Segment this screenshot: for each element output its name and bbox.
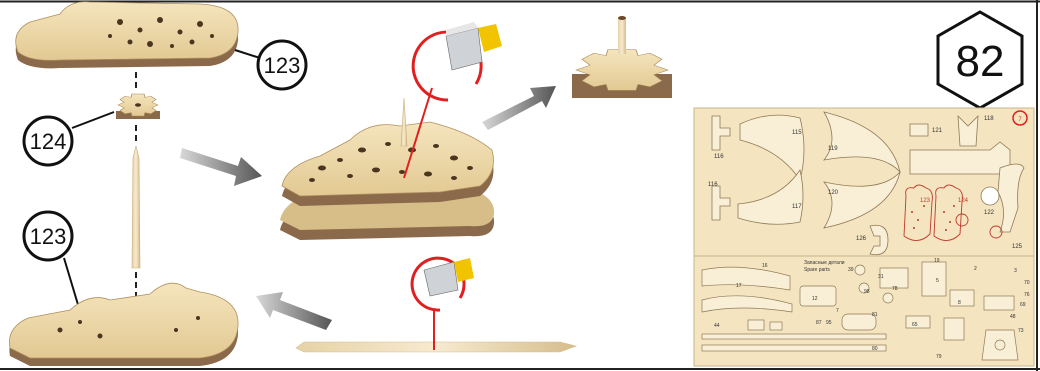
callout-123-top: 123 xyxy=(258,41,306,89)
svg-text:95: 95 xyxy=(826,320,832,326)
small-gear-124 xyxy=(116,94,160,119)
svg-text:116: 116 xyxy=(708,182,718,188)
svg-text:121: 121 xyxy=(932,128,943,134)
svg-text:8: 8 xyxy=(958,300,961,306)
upper-body-piece xyxy=(16,2,238,69)
svg-text:81: 81 xyxy=(872,312,878,318)
svg-text:79: 79 xyxy=(936,354,942,360)
svg-text:120: 120 xyxy=(828,190,839,196)
lower-body-piece xyxy=(9,283,238,366)
stick-glue-detail xyxy=(296,258,576,352)
svg-text:76: 76 xyxy=(1024,292,1030,298)
svg-text:123: 123 xyxy=(920,198,931,204)
callout-leader-123-top xyxy=(235,50,260,58)
svg-text:12: 12 xyxy=(812,296,818,302)
callout-leader-124 xyxy=(72,112,114,128)
svg-text:98: 98 xyxy=(864,289,870,295)
svg-text:70: 70 xyxy=(1024,280,1030,286)
svg-text:123: 123 xyxy=(264,53,301,78)
arrow-back-to-left xyxy=(256,292,332,330)
svg-text:69: 69 xyxy=(1020,302,1026,308)
callout-124: 124 xyxy=(24,117,72,165)
arrow-to-assembly xyxy=(180,148,262,186)
svg-text:44: 44 xyxy=(714,323,720,329)
svg-text:2: 2 xyxy=(974,266,977,272)
svg-text:17: 17 xyxy=(736,283,742,289)
svg-text:82: 82 xyxy=(956,37,1005,86)
svg-text:80: 80 xyxy=(872,346,878,352)
svg-text:73: 73 xyxy=(1018,328,1024,334)
svg-text:122: 122 xyxy=(984,210,995,216)
svg-text:16: 16 xyxy=(762,263,768,269)
svg-text:65: 65 xyxy=(912,322,918,328)
svg-text:3: 3 xyxy=(1014,268,1017,274)
step-number-badge: 82 xyxy=(938,12,1022,108)
svg-text:125: 125 xyxy=(1012,244,1023,250)
svg-text:126: 126 xyxy=(856,236,867,242)
svg-text:Запасные детали: Запасные детали xyxy=(804,260,845,266)
svg-text:5: 5 xyxy=(936,278,939,284)
assembled-body-stack xyxy=(280,98,494,240)
callout-123-bottom: 123 xyxy=(24,212,72,260)
svg-text:116: 116 xyxy=(714,154,724,160)
svg-text:124: 124 xyxy=(958,198,969,204)
svg-text:115: 115 xyxy=(792,130,802,136)
svg-text:39: 39 xyxy=(848,267,854,273)
svg-text:123: 123 xyxy=(30,224,67,249)
svg-text:118: 118 xyxy=(984,116,994,122)
svg-text:87: 87 xyxy=(816,320,822,326)
svg-text:7: 7 xyxy=(836,308,839,314)
svg-text:119: 119 xyxy=(828,146,838,152)
svg-text:117: 117 xyxy=(792,204,802,210)
svg-text:Spare parts: Spare parts xyxy=(804,267,830,273)
svg-text:78: 78 xyxy=(892,286,898,292)
svg-text:31: 31 xyxy=(878,274,884,280)
gear-on-stick xyxy=(572,16,672,98)
svg-text:124: 124 xyxy=(30,129,67,154)
svg-text:48: 48 xyxy=(1010,314,1016,320)
svg-text:19: 19 xyxy=(934,258,940,264)
parts-sheet: 7 116 116 xyxy=(694,108,1034,366)
arrow-to-gear xyxy=(482,86,556,130)
vertical-stick xyxy=(132,146,140,268)
